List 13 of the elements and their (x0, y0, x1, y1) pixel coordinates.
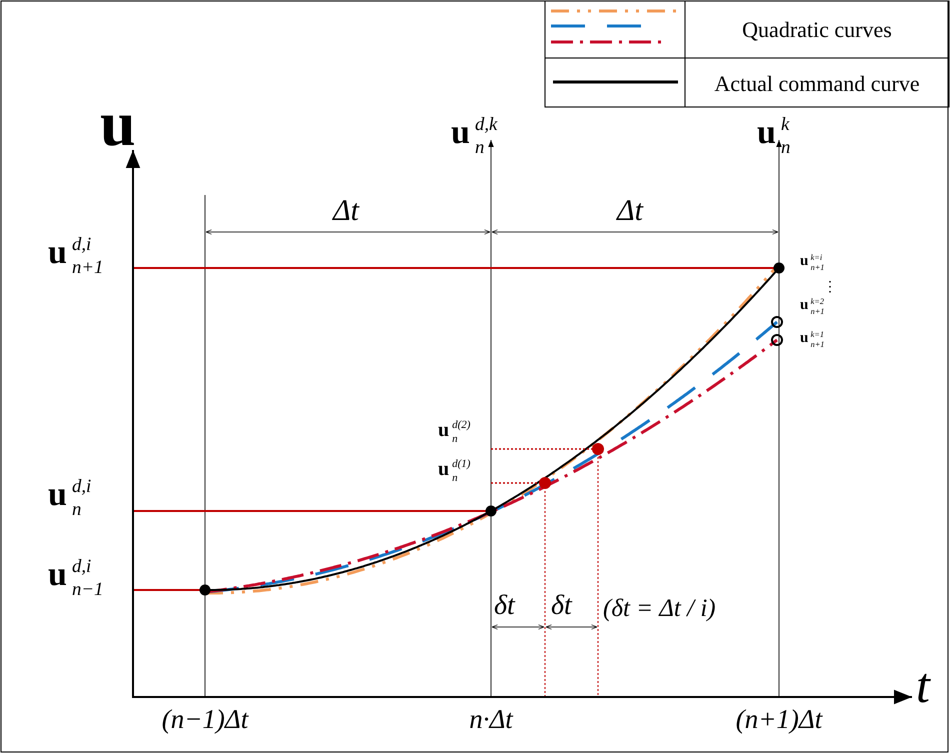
tick-label: (n−1)Δt (162, 706, 248, 733)
tick-label: n·Δt (469, 706, 513, 733)
legend-label: Actual command curve (713, 71, 921, 97)
axis-label: t (916, 660, 930, 710)
legend-label: Quadratic curves (741, 17, 893, 43)
axis-label: u (100, 92, 136, 156)
formula-label: (δt = Δt / i) (603, 596, 716, 621)
dimension-label: Δt (617, 196, 643, 226)
tick-label: (n+1)Δt (736, 706, 822, 733)
dimension-label: δt (494, 592, 515, 620)
dimension-label: δt (551, 592, 572, 620)
ellipsis-mark: ⋮ (823, 281, 837, 295)
dimension-label: Δt (333, 196, 359, 226)
